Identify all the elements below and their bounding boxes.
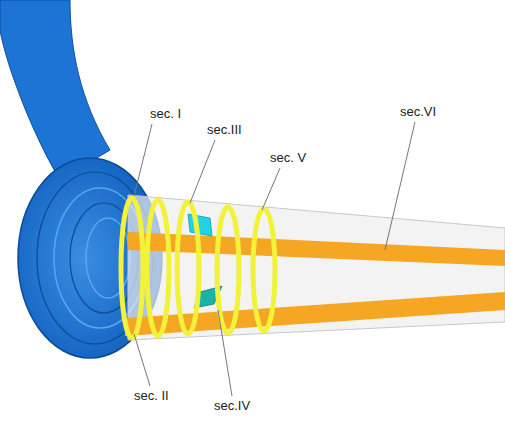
section-label: sec.III bbox=[205, 122, 244, 137]
section-label: sec.VI bbox=[398, 104, 438, 119]
section-label: sec. I bbox=[148, 106, 183, 121]
section-label: sec.IV bbox=[212, 398, 252, 413]
section-label: sec. II bbox=[132, 388, 171, 403]
section-label: sec. V bbox=[268, 150, 308, 165]
